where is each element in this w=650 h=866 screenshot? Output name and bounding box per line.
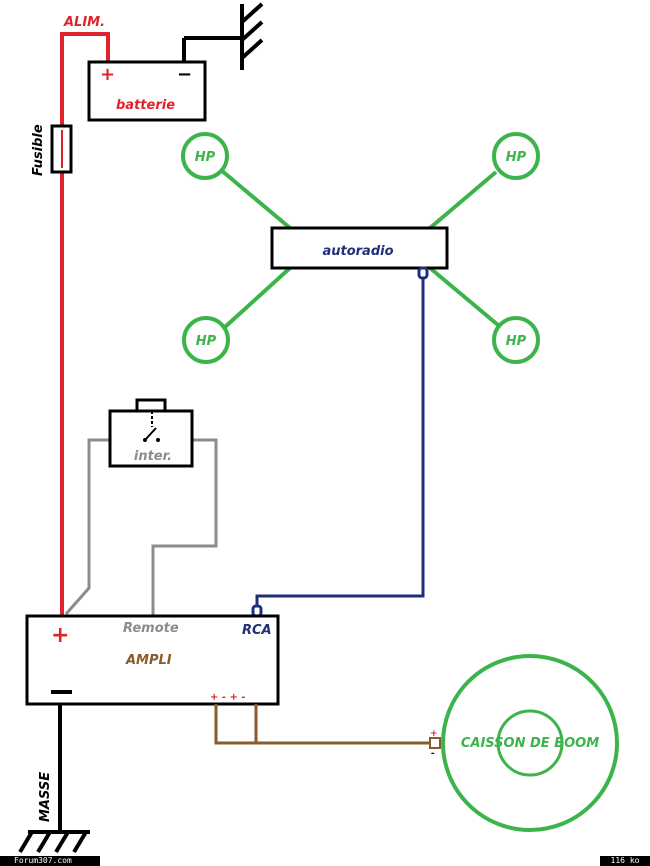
footer-size: 116 ko bbox=[600, 856, 650, 866]
caisson-minus-terminal: - bbox=[431, 749, 435, 759]
masse-label: MASSE bbox=[38, 772, 53, 822]
hp-label: HP bbox=[506, 334, 527, 349]
hp-label: HP bbox=[196, 334, 217, 349]
ampli-output-terminals: + - + - bbox=[210, 692, 246, 703]
hp-label: HP bbox=[195, 150, 216, 165]
ground-wire-masse bbox=[18, 704, 90, 854]
autoradio: autoradio bbox=[270, 226, 449, 270]
battery: + − batterie bbox=[87, 60, 207, 122]
ampli-plus-terminal: + bbox=[51, 623, 69, 648]
amplifier: + Remote RCA AMPLI + - + - bbox=[25, 614, 280, 706]
speaker-hp-top-right: HP bbox=[492, 132, 540, 180]
rca-cable bbox=[251, 266, 429, 618]
ampli-label: AMPLI bbox=[125, 653, 172, 668]
remote-wires bbox=[64, 438, 218, 616]
battery-label: batterie bbox=[116, 98, 175, 113]
switch-label: inter. bbox=[134, 449, 172, 464]
footer-site: Forum307.com bbox=[0, 856, 100, 866]
speaker-hp-top-left: HP bbox=[181, 132, 229, 180]
subwoofer-caisson: + - CAISSON DE BOOM bbox=[429, 654, 619, 832]
battery-minus-terminal: − bbox=[177, 64, 192, 85]
battery-plus-terminal: + bbox=[100, 64, 115, 85]
fusible-label: Fusible bbox=[31, 124, 46, 176]
switch-inter: inter. bbox=[108, 398, 194, 468]
ground-symbol-top bbox=[182, 2, 264, 70]
speaker-wires bbox=[219, 168, 500, 329]
rca-label: RCA bbox=[242, 623, 272, 638]
remote-label: Remote bbox=[123, 621, 179, 636]
speaker-hp-bottom-left: HP bbox=[182, 316, 230, 364]
autoradio-label: autoradio bbox=[322, 244, 393, 259]
speaker-hp-bottom-right: HP bbox=[492, 316, 540, 364]
caisson-label: CAISSON DE BOOM bbox=[461, 736, 599, 751]
caisson-plus-terminal: + bbox=[430, 729, 438, 739]
power-wire bbox=[60, 32, 110, 616]
ampli-minus-terminal bbox=[51, 690, 72, 694]
hp-label: HP bbox=[506, 150, 527, 165]
subwoofer-wire bbox=[214, 704, 430, 745]
alim-label: ALIM. bbox=[63, 15, 105, 30]
